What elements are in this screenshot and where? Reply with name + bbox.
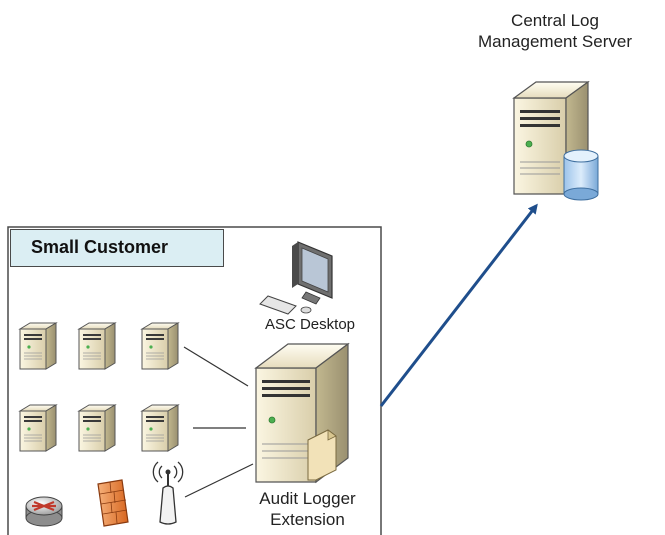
server-tower-icon: [19, 404, 57, 452]
connector-line-top: [183, 346, 249, 387]
server-tower-icon: [19, 322, 57, 370]
server-tower-icon: [78, 404, 116, 452]
database-icon: [563, 149, 599, 201]
audit-logger-server-icon: [254, 342, 350, 484]
server-tower-icon: [141, 322, 179, 370]
router-icon: [25, 496, 63, 527]
audit-logger-label: Audit Logger Extension: [259, 489, 356, 529]
document-icon: [307, 429, 337, 481]
central-server-label: Central Log Management Server: [477, 11, 633, 51]
server-tower-icon: [141, 404, 179, 452]
small-customer-title: Small Customer: [10, 229, 224, 267]
upload-arrow: [379, 203, 538, 407]
server-tower-icon: [78, 322, 116, 370]
asc-desktop-label: ASC Desktop: [264, 316, 356, 333]
central-server-icon: [512, 80, 599, 201]
connector-line-bottom: [184, 463, 254, 498]
firewall-icon: [97, 479, 129, 527]
wireless-access-point-icon: [152, 461, 184, 525]
desktop-computer-icon: [259, 241, 333, 315]
